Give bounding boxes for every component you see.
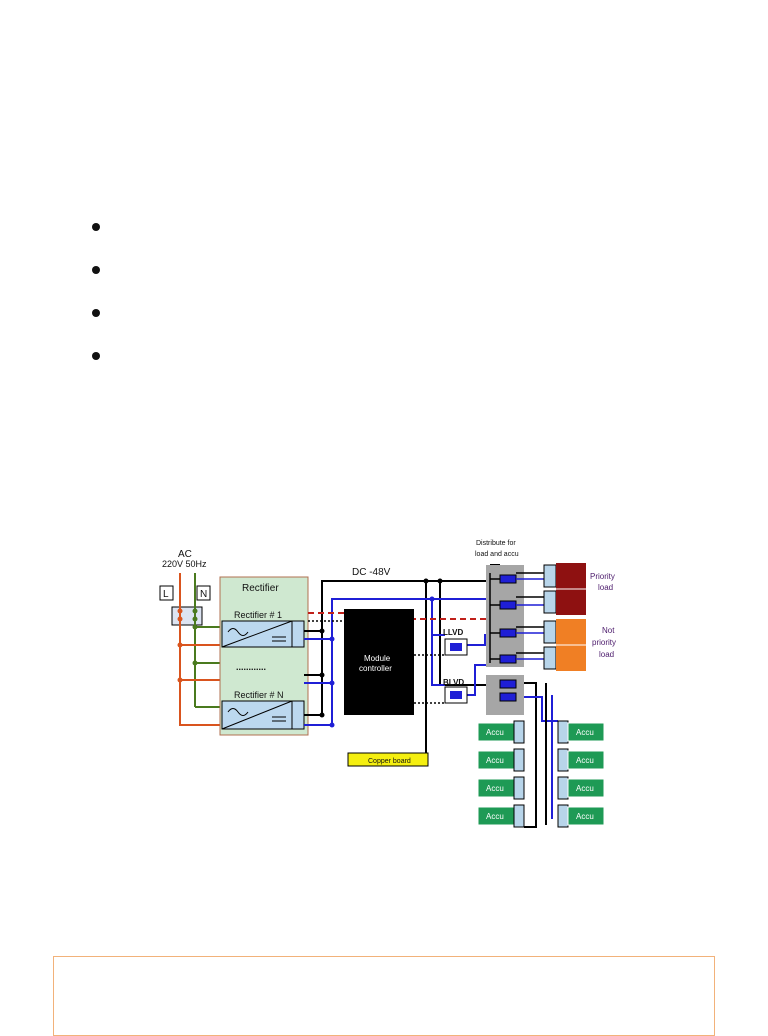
control-signal-line	[308, 620, 445, 704]
terminal-n-label: N	[200, 589, 207, 600]
not-priority-line3: load	[599, 650, 614, 659]
load-terminals	[543, 564, 557, 670]
power-system-diagram: AC 220V 50Hz L N Rectifier Rectifier # 1…	[159, 540, 616, 828]
accu-label: Accu	[576, 728, 594, 737]
accu-label: Accu	[486, 756, 504, 765]
accu-label: Accu	[576, 812, 594, 821]
rectifier-n-label: Rectifier # N	[234, 690, 284, 700]
terminal-l-box	[159, 585, 174, 601]
bus-junction-dots	[319, 578, 443, 728]
bullet-dot-icon	[92, 309, 100, 317]
blvd-label: BLVD	[443, 678, 464, 687]
alarm-signal-line	[308, 612, 490, 620]
accu-label: Accu	[576, 756, 594, 765]
ac-spec: 220V 50Hz	[162, 559, 207, 569]
bullet-dot-icon	[92, 223, 100, 231]
ac-label: AC	[178, 549, 192, 560]
copper-board-label: Copper board	[368, 758, 411, 765]
accu-label: Accu	[576, 784, 594, 793]
distribute-line1: Distribute for	[476, 540, 516, 547]
accu-wires	[524, 682, 558, 828]
module-controller-line2: controller	[359, 664, 392, 673]
breakers	[499, 574, 517, 702]
not-priority-line1: Not	[602, 626, 615, 635]
module-controller-line1: Module	[364, 654, 391, 663]
distribution-wires	[489, 572, 544, 663]
accu-label: Accu	[486, 812, 504, 821]
rectifier-n-output-terminal	[291, 700, 305, 730]
note-box	[53, 956, 715, 1036]
llvd-label: LLVD	[443, 628, 464, 637]
accu-left-column	[477, 720, 525, 828]
priority-line1: Priority	[590, 572, 615, 581]
priority-line2: load	[598, 583, 613, 592]
distribute-line2: load and accu	[475, 551, 519, 558]
terminal-l-label: L	[163, 589, 169, 600]
copper-board	[347, 752, 429, 767]
rectifier-ellipsis: ............	[236, 662, 266, 672]
accu-label: Accu	[486, 784, 504, 793]
accu-label: Accu	[486, 728, 504, 737]
rectifier-title: Rectifier	[242, 583, 279, 594]
bullet-dot-icon	[92, 266, 100, 274]
module-controller	[344, 609, 414, 715]
ac-line-wires	[179, 573, 222, 726]
bullet-dot-icon	[92, 352, 100, 360]
not-priority-line2: priority	[592, 638, 616, 647]
dc-label: DC -48V	[352, 567, 391, 578]
rectifier-1-output-terminal	[291, 620, 305, 648]
rectifier-1-label: Rectifier # 1	[234, 610, 282, 620]
ac-terminal-block	[171, 606, 203, 626]
ac-node-dots	[177, 608, 198, 683]
accu-right-column	[557, 720, 605, 828]
terminal-n-box	[196, 585, 211, 601]
